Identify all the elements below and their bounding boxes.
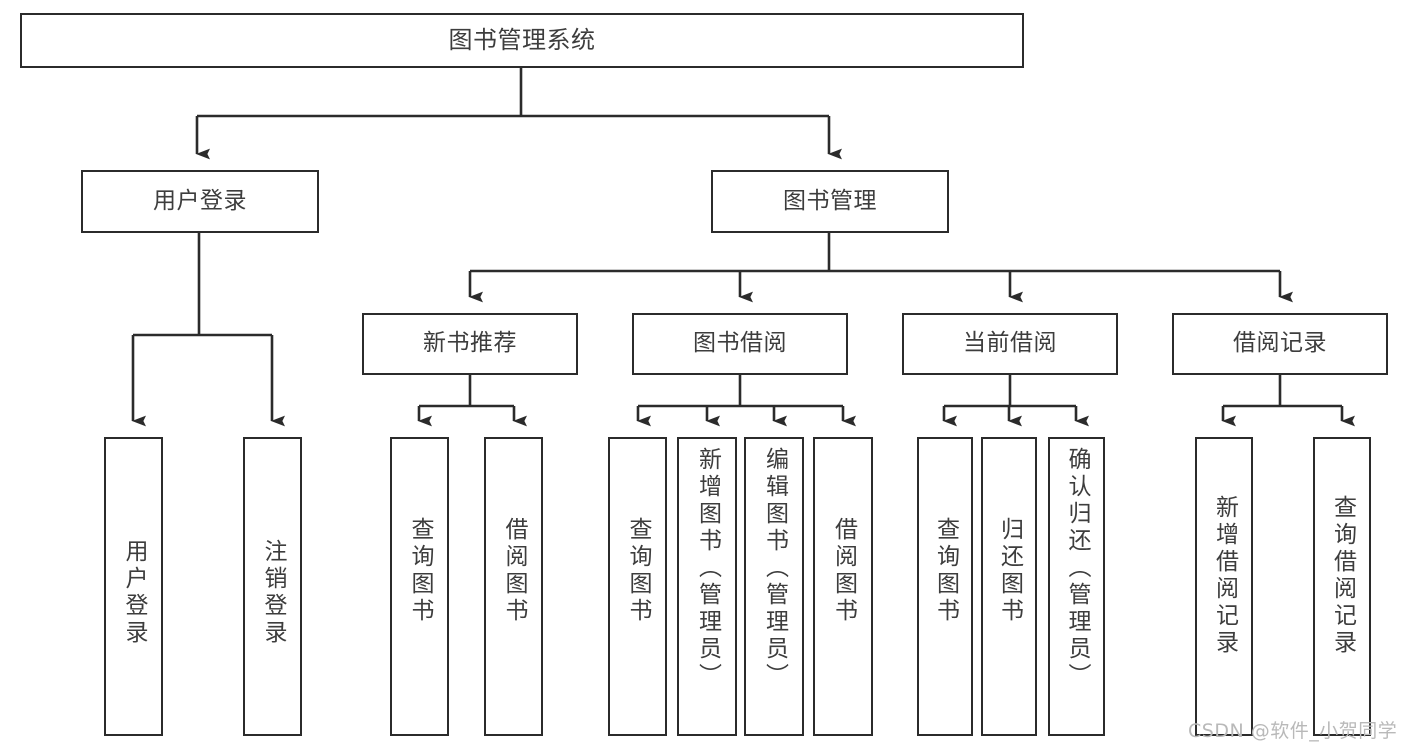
node-root[interactable]: 图书管理系统 — [20, 13, 1024, 68]
node-user-login[interactable]: 用户登录 — [81, 170, 319, 233]
node-book-borrow-label: 图书借阅 — [693, 330, 787, 357]
leaf-edit-book-admin[interactable]: 编辑图书（管理员） — [744, 437, 804, 736]
leaf-edit-book-admin-label: 编辑图书（管理员） — [761, 447, 788, 690]
csdn-watermark: CSDN @软件_小贺同学 — [1188, 720, 1398, 742]
leaf-query-book-2[interactable]: 查询图书 — [608, 437, 667, 736]
leaf-confirm-return-admin-label: 确认归还（管理员） — [1064, 447, 1090, 690]
node-root-label: 图书管理系统 — [448, 26, 596, 55]
node-borrow-record[interactable]: 借阅记录 — [1172, 313, 1388, 375]
leaf-query-borrow-record[interactable]: 查询借阅记录 — [1313, 437, 1371, 736]
leaf-add-borrow-record[interactable]: 新增借阅记录 — [1195, 437, 1253, 736]
node-book-manage-label: 图书管理 — [783, 187, 877, 214]
node-user-login-label: 用户登录 — [153, 187, 247, 214]
node-book-manage[interactable]: 图书管理 — [711, 170, 949, 233]
leaf-query-book-3[interactable]: 查询图书 — [917, 437, 973, 736]
leaf-add-book-admin[interactable]: 新增图书（管理员） — [677, 437, 737, 736]
leaf-borrow-book-1-label: 借阅图书 — [501, 517, 527, 625]
node-new-book-recommend[interactable]: 新书推荐 — [362, 313, 578, 375]
leaf-add-borrow-record-label: 新增借阅记录 — [1211, 495, 1238, 657]
node-new-book-recommend-label: 新书推荐 — [423, 330, 517, 357]
leaf-user-login-label: 用户登录 — [121, 539, 147, 647]
leaf-confirm-return-admin[interactable]: 确认归还（管理员） — [1048, 437, 1105, 736]
leaf-add-book-admin-label: 新增图书（管理员） — [694, 447, 721, 690]
leaf-logout-login[interactable]: 注销登录 — [243, 437, 302, 736]
leaf-return-book-label: 归还图书 — [996, 517, 1023, 625]
node-current-borrow[interactable]: 当前借阅 — [902, 313, 1118, 375]
leaf-query-borrow-record-label: 查询借阅记录 — [1329, 495, 1356, 657]
leaf-return-book[interactable]: 归还图书 — [981, 437, 1037, 736]
leaf-query-book-1-label: 查询图书 — [407, 517, 433, 625]
leaf-query-book-3-label: 查询图书 — [932, 517, 959, 625]
leaf-borrow-book-2[interactable]: 借阅图书 — [813, 437, 873, 736]
leaf-query-book-2-label: 查询图书 — [625, 517, 651, 625]
leaf-borrow-book-2-label: 借阅图书 — [830, 517, 857, 625]
node-book-borrow[interactable]: 图书借阅 — [632, 313, 848, 375]
node-current-borrow-label: 当前借阅 — [963, 330, 1057, 357]
node-borrow-record-label: 借阅记录 — [1233, 330, 1327, 357]
leaf-user-login[interactable]: 用户登录 — [104, 437, 163, 736]
leaf-borrow-book-1[interactable]: 借阅图书 — [484, 437, 543, 736]
leaf-query-book-1[interactable]: 查询图书 — [390, 437, 449, 736]
leaf-logout-login-label: 注销登录 — [260, 539, 286, 647]
